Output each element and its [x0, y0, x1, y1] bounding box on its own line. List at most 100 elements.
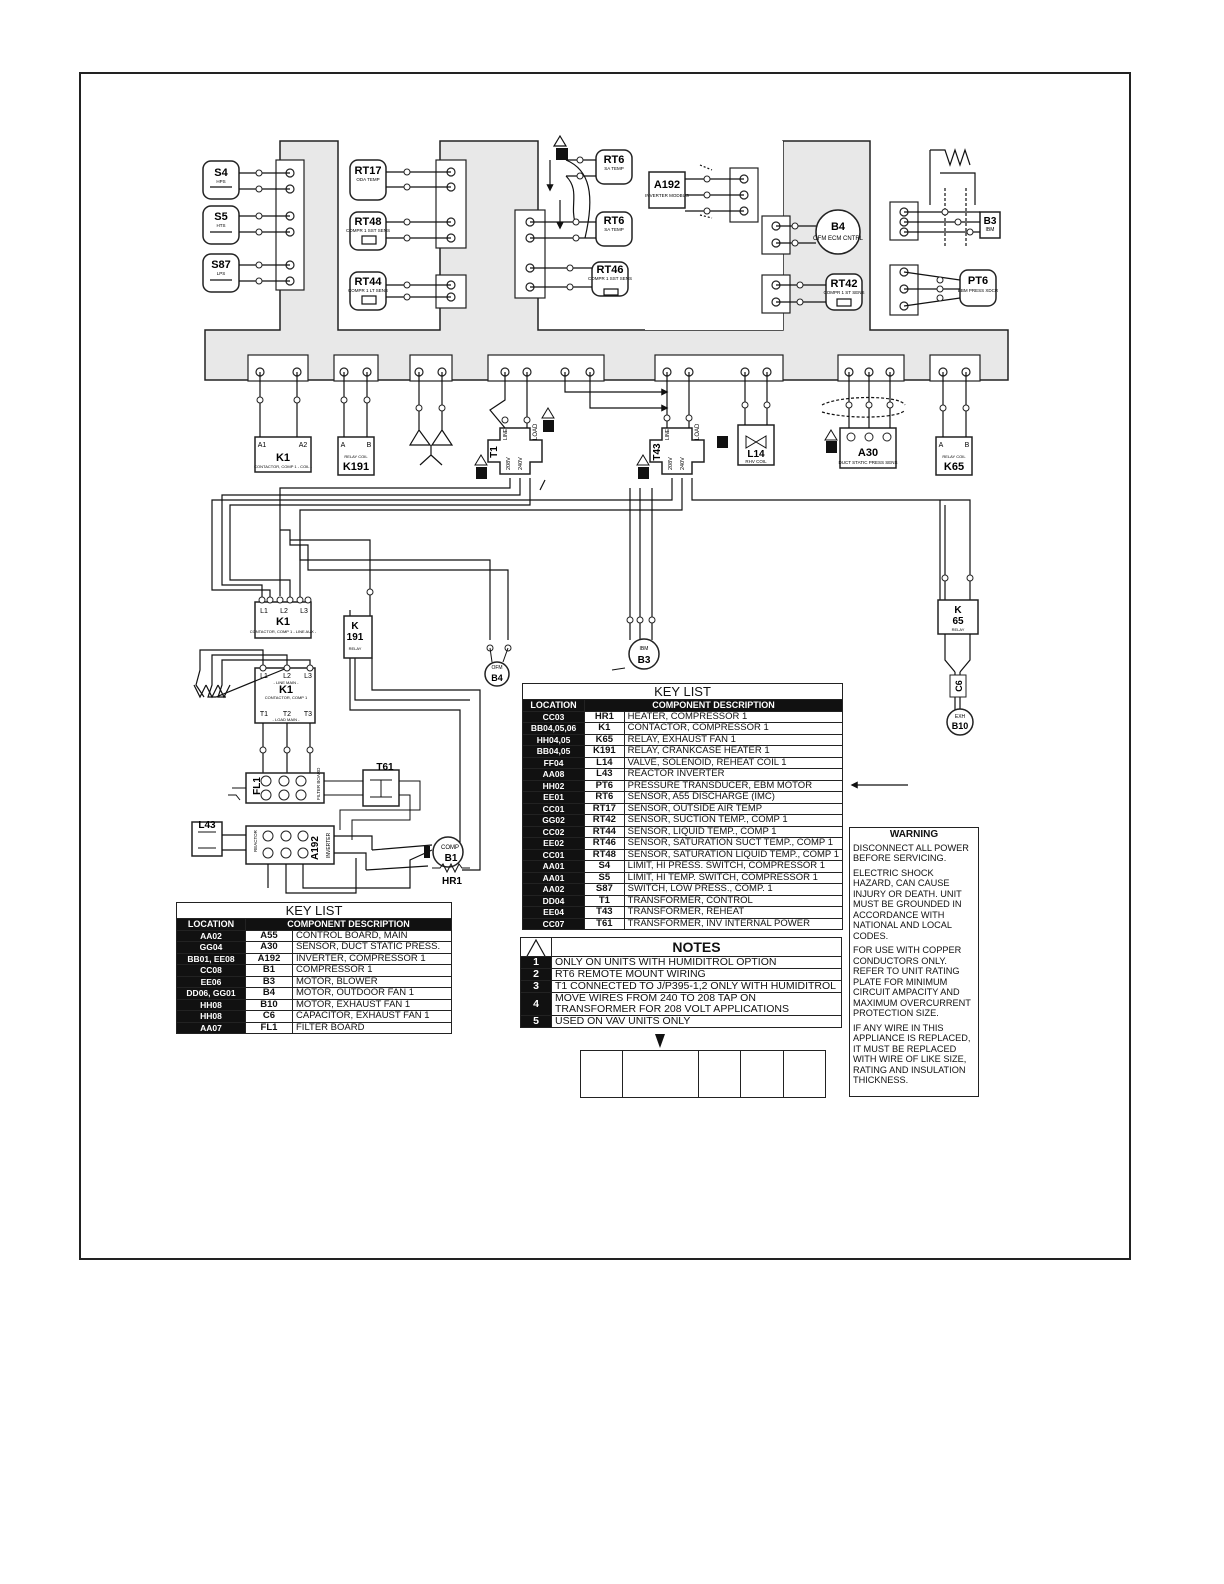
key-list-left-code: FL1 — [245, 1021, 293, 1034]
rt6-label: RT6 — [604, 215, 625, 227]
s87-label: S87 — [211, 259, 231, 271]
key-list-right-code: RT44 — [584, 825, 625, 838]
key-list-right-desc: TRANSFORMER, REHEAT — [623, 906, 844, 919]
key-list-right-code: RT17 — [584, 802, 625, 815]
rt42-label: RT42 — [831, 278, 858, 290]
key-list-right-loc: AA02 — [521, 883, 586, 896]
b3-ibm-label: B3 — [984, 216, 997, 227]
fl1-label: FL1 — [252, 777, 263, 795]
key-list-right-title: KEY LIST — [522, 683, 843, 700]
key-list-right-desc: SENSOR, SUCTION TEMP., COMP 1 — [623, 814, 844, 827]
key-list-left-loc: DD06, GG01 — [176, 987, 246, 1000]
k191-relay-k: K — [351, 621, 359, 632]
key-list-left-code: B10 — [245, 998, 293, 1011]
key-list-right-desc: LIMIT, HI TEMP. SWITCH, COMPRESSOR 1 — [623, 871, 844, 884]
l14-label: L14 — [747, 449, 765, 460]
key-list-right-desc: SENSOR, SATURATION SUCT TEMP., COMP 1 — [623, 837, 844, 850]
key-list-right-loc: EE04 — [521, 906, 586, 919]
l43-label: L43 — [198, 820, 216, 831]
t43-208v: 208V — [668, 457, 674, 470]
s5-label: S5 — [214, 211, 227, 223]
a192-reactor: REACTOR — [253, 829, 258, 852]
revision-cell — [581, 1051, 624, 1097]
k1-coil-label: K1 — [276, 452, 290, 464]
revision-cell — [623, 1051, 700, 1097]
key-list-left-desc: FILTER BOARD — [292, 1021, 452, 1034]
key-list-left-desc: MOTOR, BLOWER — [292, 975, 452, 988]
key-list-right-code: K65 — [584, 733, 625, 746]
key-list-right-desc: SENSOR, A55 DISCHARGE (IMC) — [623, 791, 844, 804]
k1-aux-label: K1 — [276, 616, 290, 628]
t1-208v: 208V — [506, 457, 512, 470]
key-list-left-loc: GG04 — [176, 941, 246, 954]
key-list-right-loc: CC01 — [521, 848, 586, 861]
b1-label: B1 — [445, 853, 458, 864]
warning-paragraph: ELECTRIC SHOCK HAZARD, CAN CAUSE INJURY … — [853, 867, 962, 941]
notes-title: NOTES — [551, 937, 842, 957]
key-list-right: KEY LIST LOCATION COMPONENT DESCRIPTION … — [521, 683, 844, 930]
rt6-remote-sublabel: SA TEMP — [604, 166, 623, 171]
k191-relay-sublabel: RELAY — [349, 646, 362, 651]
k1-main-load: - LOAD MAIN - — [273, 717, 301, 722]
warning-paragraph: IF ANY WIRE IN THIS APPLIANCE IS REPLACE… — [853, 1022, 971, 1086]
rt17-sublabel: ODA TEMP — [356, 177, 379, 182]
key-list-right-code: L14 — [584, 756, 625, 769]
a30-sublabel: DUCT STATIC PRESS SENS — [838, 460, 897, 465]
note-text: ONLY ON UNITS WITH HUMIDITROL OPTION — [551, 956, 842, 969]
key-list-right-code: RT46 — [584, 837, 625, 850]
key-list-right-code: RT42 — [584, 814, 625, 827]
rt44-label: RT44 — [355, 276, 383, 288]
note-text: T1 CONNECTED TO J/P395-1,2 ONLY WITH HUM… — [551, 980, 842, 993]
revision-cell — [741, 1051, 784, 1097]
k1-aux-sublabel: CONTACTOR, COMP 1 - LINE AUX - — [250, 629, 317, 634]
key-list-left-loc: EE06 — [176, 975, 246, 988]
k191-coil-sublabel: RELAY COIL — [344, 454, 368, 459]
k1-aux-l3: L3 — [300, 608, 308, 615]
t1-load: LOAD — [533, 423, 539, 440]
k1-aux-l2: L2 — [280, 608, 288, 615]
key-list-right-loc: FF04 — [521, 756, 586, 769]
k1-coil-sublabel: CONTACTOR, COMP 1 - COIL - — [254, 464, 312, 469]
key-list-left-code: B3 — [245, 975, 293, 988]
rt17-label: RT17 — [355, 165, 382, 177]
c6-label: C6 — [954, 680, 964, 692]
key-list-right-desc: TRANSFORMER, CONTROL — [623, 894, 844, 907]
key-list-right-desc: SWITCH, LOW PRESS., COMP. 1 — [623, 883, 844, 896]
k65-coil-label: K65 — [944, 461, 964, 473]
b4-ofm-label: B4 — [491, 673, 503, 683]
k1-main-l3: L3 — [304, 673, 312, 680]
warning-box: WARNING DISCONNECT ALL POWER BEFORE SERV… — [849, 827, 979, 1097]
key-list-left-loc: HH08 — [176, 1010, 246, 1023]
pt6-label: PT6 — [968, 275, 988, 287]
key-list-right-loc: GG02 — [521, 814, 586, 827]
a192-modbus-box — [648, 171, 686, 209]
key-list-right-code: S87 — [584, 883, 625, 896]
key-list-left-code: B4 — [245, 987, 293, 1000]
warning-title: WARNING — [889, 829, 939, 840]
key-list-right-desc: TRANSFORMER, INV INTERNAL POWER — [623, 917, 844, 930]
key-list-right-desc: REACTOR INVERTER — [623, 768, 844, 781]
key-list-right-loc: EE02 — [521, 837, 586, 850]
key-list-right-desc: PRESSURE TRANSDUCER, EBM MOTOR — [623, 779, 844, 792]
k1-aux-l1: L1 — [260, 608, 268, 615]
k191-coil-a: A — [341, 442, 346, 449]
notes-triangle-cell — [520, 937, 552, 957]
t43-line: LINE — [665, 428, 671, 440]
key-list-left-desc: MOTOR, OUTDOOR FAN 1 — [292, 987, 452, 1000]
note-text: MOVE WIRES FROM 240 TO 208 TAP ON TRANSF… — [551, 992, 842, 1016]
l14-sublabel: RHV COIL — [745, 459, 767, 464]
